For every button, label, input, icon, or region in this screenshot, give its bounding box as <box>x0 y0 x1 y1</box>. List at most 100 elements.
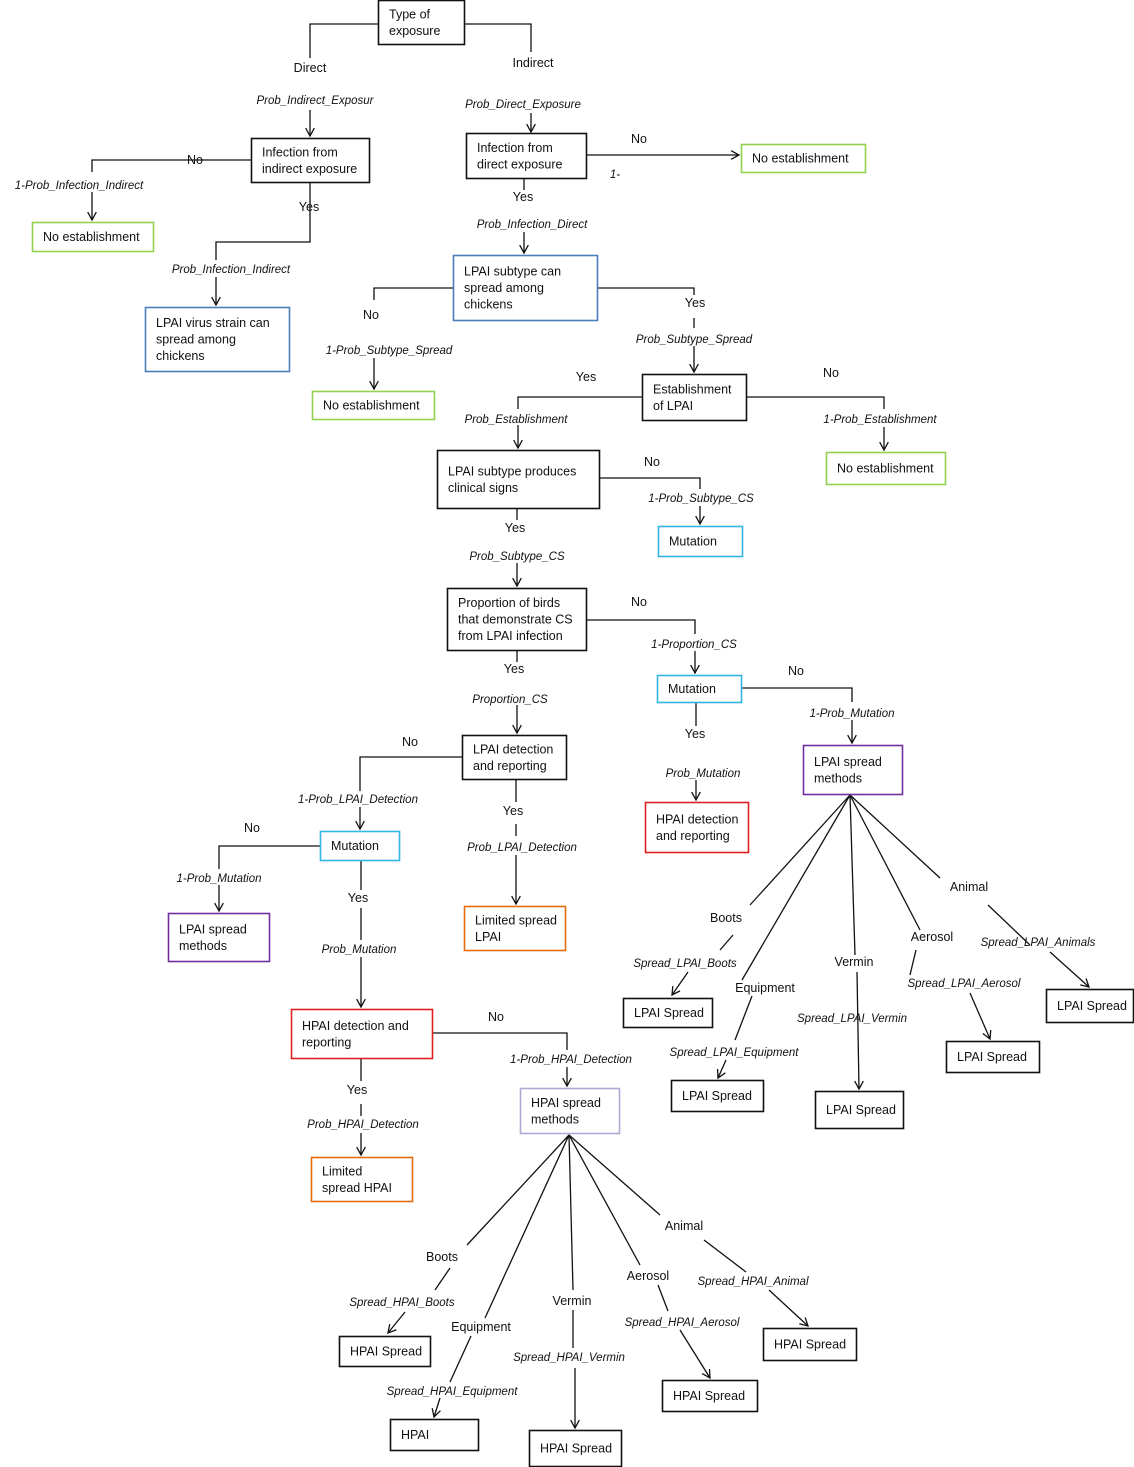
connector-59 <box>969 992 991 1040</box>
edge-label-vermin-l: Vermin <box>835 955 874 969</box>
connector-76 <box>768 1289 809 1327</box>
edge-label-spread-hpai-equipment: Spread_HPAI_Equipment <box>387 1386 519 1398</box>
edge-label-prob-subtype-spread: Prob_Subtype_Spread <box>636 334 753 346</box>
lpai-strain-spread-box <box>144 306 291 373</box>
connector-66 <box>568 1134 641 1266</box>
arrowhead-18 <box>511 895 521 906</box>
mutation-3-box <box>319 830 401 862</box>
edge-label-no-h: No <box>402 735 418 749</box>
edge-label-one-prob-establishment: 1-Prob_Establishment <box>823 414 937 426</box>
infection-indirect-box <box>250 137 371 184</box>
establishment-box <box>641 373 748 422</box>
arrowhead-7 <box>369 380 379 391</box>
hpai-spread-animal-node: HPAI Spread <box>762 1327 858 1362</box>
edge-label-prob-indirect-exposur: Prob_Indirect_Exposur <box>257 95 375 107</box>
lpai-spread-methods-2-line-1: LPAI spread <box>179 922 247 936</box>
edges-layer <box>87 23 1091 1430</box>
arrowhead-31 <box>701 1368 711 1380</box>
no-est-1-box <box>740 143 867 174</box>
edge-label-yes-f: Yes <box>504 662 524 676</box>
type-exposure-line-1: Type of <box>389 7 431 21</box>
lpai-spread-methods-1-line-2: methods <box>814 771 862 785</box>
establishment-line-1: Establishment <box>653 382 732 396</box>
clinical-signs-box <box>436 449 601 510</box>
lpai-spread-aerosol-line-1: LPAI Spread <box>957 1050 1027 1064</box>
edge-label-no-c: No <box>363 308 379 322</box>
arrowhead-8 <box>689 363 699 374</box>
arrowhead-15 <box>847 734 857 745</box>
mutation-1-node: Mutation <box>657 525 744 558</box>
proportion-cs-line-3: from LPAI infection <box>458 629 563 643</box>
arrowhead-9 <box>513 439 523 450</box>
limited-hpai-line-2: spread HPAI <box>322 1181 392 1195</box>
lpai-spread-boots-box <box>622 997 714 1029</box>
hpai-spread-vermin-node: HPAI Spread <box>528 1429 623 1467</box>
connector-33 <box>359 756 462 791</box>
arrowhead-2 <box>526 123 536 134</box>
no-est-2-node: No establishment <box>31 221 155 253</box>
edge-label-spread-lpai-vermin: Spread_LPAI_Vermin <box>797 1013 907 1025</box>
arrowhead-22 <box>356 1146 366 1157</box>
hpai-spread-aerosol-box <box>661 1379 759 1413</box>
connector-61 <box>1049 951 1090 988</box>
arrowhead-3 <box>87 211 97 222</box>
edge-label-equipment-h: Equipment <box>451 1320 511 1334</box>
edge-label-yes-h: Yes <box>503 804 523 818</box>
connector-67 <box>568 1134 661 1216</box>
connector-19 <box>746 396 885 409</box>
edge-label-one-prob-lpai-detection: 1-Prob_LPAI_Detection <box>298 794 418 806</box>
hpai-spread-methods-line-1: HPAI spread <box>531 1096 601 1110</box>
arrowhead-6 <box>519 244 529 255</box>
connector-60 <box>987 904 1031 946</box>
connector-65 <box>568 1134 574 1291</box>
mutation-3-line-1: Mutation <box>331 839 379 853</box>
infection-direct-line-2: direct exposure <box>477 157 563 171</box>
hpai-equipment-line-1: HPAI <box>401 1428 429 1442</box>
arrowhead-10 <box>879 441 889 452</box>
hpai-detection-2-line-2: reporting <box>302 1035 351 1049</box>
connector-7 <box>215 182 311 260</box>
edge-label-spread-lpai-boots: Spread_LPAI_Boots <box>633 958 737 970</box>
arrowhead-20 <box>356 998 366 1009</box>
edge-label-aerosol-h: Aerosol <box>627 1269 669 1283</box>
clinical-signs-line-2: clinical signs <box>448 481 518 495</box>
lpai-strain-spread-line-3: chickens <box>156 349 205 363</box>
arrowhead-12 <box>512 577 522 588</box>
lpai-strain-spread-line-1: LPAI virus strain can <box>156 316 270 330</box>
connector-21 <box>599 477 701 489</box>
arrowhead-5 <box>730 150 741 160</box>
edge-label-prob-lpai-detection: Prob_LPAI_Detection <box>467 842 577 854</box>
edge-label-spread-hpai-aerosol: Spread_HPAI_Aerosol <box>625 1317 740 1329</box>
edge-label-prob-establishment: Prob_Establishment <box>465 414 569 426</box>
lpai-spread-boots-node: LPAI Spread <box>622 997 714 1029</box>
connector-51 <box>849 794 856 956</box>
arrowhead-4 <box>211 296 221 307</box>
edge-label-prob-infection-indirect: Prob_Infection_Indirect <box>172 264 291 276</box>
mutation-2-node: Mutation <box>656 674 743 704</box>
hpai-spread-aerosol-node: HPAI Spread <box>661 1379 759 1413</box>
proportion-cs-box <box>446 587 588 652</box>
connector-52 <box>849 794 921 931</box>
edge-label-one-prob-mutation-a: 1-Prob_Mutation <box>809 708 894 720</box>
arrowhead-25 <box>854 1080 864 1091</box>
no-est-3-node: No establishment <box>311 390 436 421</box>
edge-label-yes-b: Yes <box>513 190 533 204</box>
lpai-subtype-spread-line-1: LPAI subtype can <box>464 265 561 279</box>
edge-label-yes-c: Yes <box>685 296 705 310</box>
edge-label-yes-j: Yes <box>347 1083 367 1097</box>
edge-label-no-j: No <box>488 1010 504 1024</box>
hpai-spread-boots-node: HPAI Spread <box>338 1335 432 1368</box>
no-est-3-box <box>311 390 436 421</box>
mutation-3-node: Mutation <box>319 830 401 862</box>
connector-68 <box>387 1311 406 1334</box>
lpai-spread-methods-2-box <box>167 912 271 963</box>
